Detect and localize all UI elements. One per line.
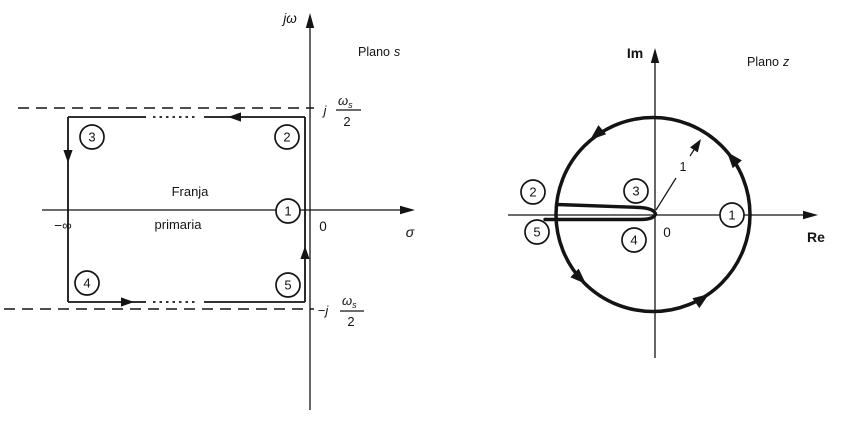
lower-freq-numerator: ωs [342,293,357,310]
unit-radius-label: 1 [680,160,687,174]
z-plane-point-5-circle [524,219,550,245]
s-plane-real-axis-arrow-icon [400,205,415,215]
circle-arrow-lower-right-icon [692,294,709,309]
upper-freq-j: j [322,103,328,118]
z-plane-imaginary-axis-label: Im [627,45,643,61]
s-plane-contour-arrow-right-icon [121,297,134,307]
z-plane-origin-label: 0 [663,225,671,240]
z-plane-point-2-label: 2 [529,185,536,200]
upper-freq-numerator: ωs [338,93,353,110]
radius-arrowhead-icon [690,139,701,153]
s-plane-contour-arrow-down-icon [63,150,73,163]
z-plane-point-5-label: 5 [533,225,540,240]
s-plane-point-4-circle [74,270,100,296]
s-plane-point-1-label: 1 [284,204,291,219]
z-plane-point-2-circle [520,179,546,205]
z-plane-imaginary-axis-arrow-icon [650,48,660,63]
s-plane-title-variable: s [394,45,400,59]
z-plane-point-1-circle [719,202,745,228]
s-plane-point-5-label: 5 [284,278,291,293]
lower-freq-subscript: s [352,300,357,310]
s-plane-title-word: Plano [358,45,390,59]
z-plane-point-3-circle [623,178,649,204]
upper-freq-subscript: s [348,100,353,110]
circle-arrow-upper-right-icon [727,152,742,169]
z-plane-point-4-circle [621,227,647,253]
z-plane-point-3-label: 3 [632,184,639,199]
s-plane-point-1-circle [275,198,301,224]
s-plane-point-2-circle [274,124,300,150]
z-plane-real-axis-arrow-icon [803,210,818,220]
minus-infinity-label: −∞ [54,218,72,233]
strip-label-line2: primaria [155,217,203,232]
z-plane-real-axis-label: Re [807,229,825,245]
s-plane-contour-point-markers: 1 2 3 4 5 [74,124,301,298]
z-plane-title-variable: z [782,55,790,69]
s-plane-contour [63,112,310,307]
s-plane-point-4-label: 4 [83,276,90,291]
upper-freq-denominator: 2 [343,114,350,129]
z-plane-point-4-label: 4 [630,233,637,248]
unit-circle-direction-arrows [570,125,742,309]
lower-freq-j: −j [318,303,330,318]
circle-arrow-upper-left-icon [590,125,607,140]
s-plane-point-3-label: 3 [88,130,95,145]
negative-real-axis-slit [543,202,658,222]
z-plane-title-word: Plano [747,55,779,69]
z-plane-point-1-label: 1 [728,208,735,223]
lower-boundary-frequency-label: −j ωs 2 [318,293,364,329]
circle-arrow-lower-left-icon [570,268,586,284]
unit-circle-contour [554,115,752,314]
s-plane-point-2-label: 2 [283,130,290,145]
s-plane-contour-arrow-up-icon [300,246,310,259]
upper-freq-omega: ω [338,93,348,108]
upper-boundary-frequency-label: j ωs 2 [322,93,361,129]
s-plane-point-5-circle [275,272,301,298]
s-plane-imaginary-axis-arrow-icon [305,13,315,28]
lower-freq-denominator: 2 [347,314,354,329]
strip-label-line1: Franja [172,184,210,199]
s-plane-real-axis-label: σ [406,224,415,240]
s-plane-contour-arrow-left-icon [228,112,241,122]
unit-radius-arrow: 1 [655,139,701,211]
s-plane-imaginary-axis-label: jω [281,11,297,26]
s-plane-point-3-circle [79,124,105,150]
lower-freq-omega: ω [342,293,352,308]
radius-line-lower-segment [655,177,677,211]
z-plane-contour-point-markers: 1 2 3 4 5 [520,178,745,253]
s-plane-origin-label: 0 [319,219,327,234]
